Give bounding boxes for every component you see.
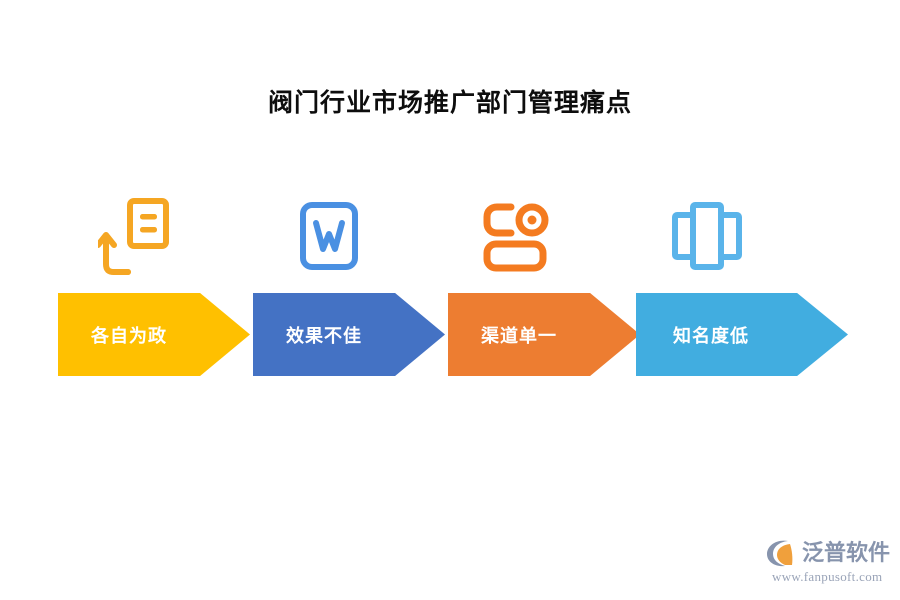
document-upload-arrow-icon <box>98 197 178 277</box>
flow-stage-4-label: 知名度低 <box>673 325 749 346</box>
flow-arrow-4[interactable]: 知名度低 <box>636 293 848 376</box>
flow-stage-3-icon-wrap <box>448 195 640 280</box>
flow-stage-1-label: 各自为政 <box>91 325 167 346</box>
carousel-cards-icon <box>667 197 747 277</box>
process-flow-diagram: 各自为政 效果不佳 <box>0 195 900 385</box>
flow-stage-3-label: 渠道单一 <box>481 325 557 346</box>
flow-stage-1-icon-wrap <box>58 195 250 280</box>
page-title: 阀门行业市场推广部门管理痛点 <box>267 89 632 117</box>
flow-arrow-1[interactable]: 各自为政 <box>58 293 250 376</box>
flow-stage-2-icon-wrap <box>253 195 445 280</box>
broadcast-channel-icon <box>475 197 555 277</box>
flow-arrow-2[interactable]: 效果不佳 <box>253 293 445 376</box>
flow-stage-2-label: 效果不佳 <box>286 325 362 346</box>
brand-logo[interactable]: 泛普软件 www.fanpusoft.com <box>766 538 892 586</box>
logo-name: 泛普软件 <box>802 540 891 565</box>
flow-stage-4[interactable]: 知名度低 <box>636 195 848 385</box>
logo-url: www.fanpusoft.com <box>772 569 883 584</box>
flow-stage-4-icon-wrap <box>636 195 828 280</box>
word-document-icon <box>289 197 369 277</box>
flow-stage-2[interactable]: 效果不佳 <box>253 195 445 385</box>
flow-arrow-3[interactable]: 渠道单一 <box>448 293 640 376</box>
flow-stage-3[interactable]: 渠道单一 <box>448 195 640 385</box>
logo-row: 泛普软件 <box>766 538 890 568</box>
fanpu-logo-mark-icon <box>767 540 793 567</box>
flow-stage-1[interactable]: 各自为政 <box>58 195 250 385</box>
